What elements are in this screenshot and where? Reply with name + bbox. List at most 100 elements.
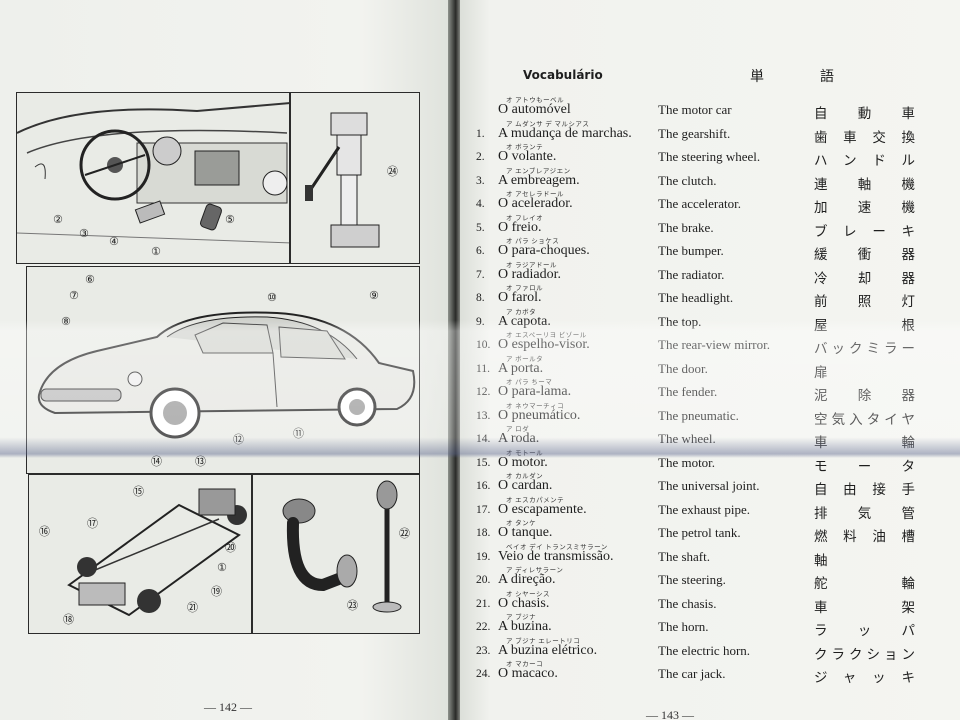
vocab-japanese: 自動車 [814,106,916,121]
vocab-portuguese: O motor. [498,454,548,470]
vocab-english: The accelerator. [658,196,741,211]
vocab-japanese: 自由接手 [814,482,916,497]
figure-horns: ㉒ ㉓ [252,474,420,634]
vocab-japanese: 前照灯 [814,294,916,309]
vocab-english: The steering wheel. [658,149,761,164]
callout-21: ㉑ [187,601,198,614]
vocab-japanese: クラクション [814,646,916,662]
callout-5: ⑤ [225,213,235,226]
vocab-japanese: 車架 [814,599,916,615]
callout-15: ⑮ [133,485,144,498]
vocab-pronunciation: ア エンブレアジエン [506,167,571,175]
vocab-number: 8. [476,292,485,304]
book-gutter [448,0,462,720]
vocab-pronunciation: ア ブジナ エレートリコ [506,637,581,645]
callout-9: ⑨ [369,289,379,302]
vocabulary-heading-jp-1: 単 [750,70,764,85]
vocab-english: The bumper. [658,243,724,258]
vocab-pronunciation: オ カルダン [506,473,544,480]
vocab-japanese: ラッパ [814,623,916,638]
vocab-pronunciation: オ パラ ちーマ [506,379,553,386]
right-page [460,0,960,720]
vocabulary-heading-jp-2: 語 [820,70,834,85]
callout-1: ① [151,245,161,258]
vocab-number: 20. [476,574,491,586]
vocab-number: 15. [476,456,491,469]
vocab-number: 13. [476,409,491,422]
vocab-pronunciation: オ アトウもーベル [506,97,565,104]
callout-3: ③ [79,227,89,240]
callout-4: ④ [109,235,119,248]
vocab-portuguese: O tanque. [498,525,553,540]
vocab-english: The top. [658,313,702,329]
figure-car: ⑥ ⑦ ⑧ ⑩ ⑨ ⑪ ⑫ ⑬ ⑭ [26,266,420,474]
vocab-entry: オ エスカパメンテ 17. O escapamente. The exhaust pi… [470,497,930,522]
vocab-english: The car jack. [658,666,726,681]
vocab-pronunciation: オ モトール [506,449,544,457]
vocab-portuguese: O freio. [498,219,542,235]
vocab-number: 3. [476,174,485,187]
vocab-portuguese: O escapamente. [498,501,587,517]
vocab-japanese: バックミラー [814,341,916,356]
vocab-portuguese: O volante. [498,149,557,164]
page-number-right: — 143 — [646,708,694,720]
vocab-pronunciation: オ シヤーシス [506,590,550,598]
left-page: ② ③ ④ ⑤ ① ㉔ ⑥ [0,0,452,720]
callout-2: ② [53,213,63,226]
callout-7: ⑦ [69,289,79,302]
vocab-english: The rear-view mirror. [658,337,770,352]
vocab-english: The motor. [658,454,716,470]
vocab-english: The motor car [658,102,732,117]
vocab-japanese: 空気入タイヤ [814,411,916,427]
vocab-number: 11. [476,362,490,375]
vocab-japanese: ジャッキ [814,670,916,685]
chassis-drawing [67,488,247,617]
vocab-japanese: 泥除器 [814,388,916,403]
vocab-pronunciation: オ アセレラドール [506,191,564,198]
vocab-english: The wheel. [658,431,716,446]
callout-23: ㉓ [347,599,358,612]
vocab-japanese: ハンドル [814,153,916,168]
callout-14: ⑭ [151,455,162,468]
vocab-number: 22. [476,621,491,633]
vocab-portuguese: O acelerador. [498,196,573,211]
vocab-number: 17. [476,503,491,516]
figure-jack: ㉔ [290,92,420,264]
vocab-pronunciation: オ ファロル [506,285,544,292]
vocab-english: The radiator. [658,266,725,282]
callout-24: ㉔ [387,165,398,178]
vocab-japanese: 加速機 [814,200,916,215]
vocab-portuguese: A buzina. [498,619,552,634]
vocab-english: The fender. [658,384,718,399]
vocab-pronunciation: オ マカーコ [506,661,544,668]
vocab-pronunciation: オ エスカパメンテ [506,496,565,504]
vocab-entry: オ パラ ちーマ 12. O para-lama. The fender. 泥除器 [470,379,930,404]
vocab-pronunciation: オ ネウマーチィコ [506,402,565,410]
vocab-number: 12. [476,386,491,398]
callout-16: ⑯ [39,525,50,538]
vocab-english: The shaft. [658,548,710,564]
vocab-english: The exhaust pipe. [658,501,751,517]
vocab-number: 2. [476,151,485,163]
vocab-number: 9. [476,315,485,328]
vocab-number: 16. [476,480,491,492]
callout-22: ㉒ [399,527,410,540]
vocab-number: 10. [476,339,491,351]
vocab-portuguese: O para-lama. [498,384,572,399]
vocab-japanese: ブレーキ [814,223,916,239]
vocab-portuguese: A mudança de marchas. [498,125,632,141]
vocab-japanese: 軸 [814,552,829,568]
